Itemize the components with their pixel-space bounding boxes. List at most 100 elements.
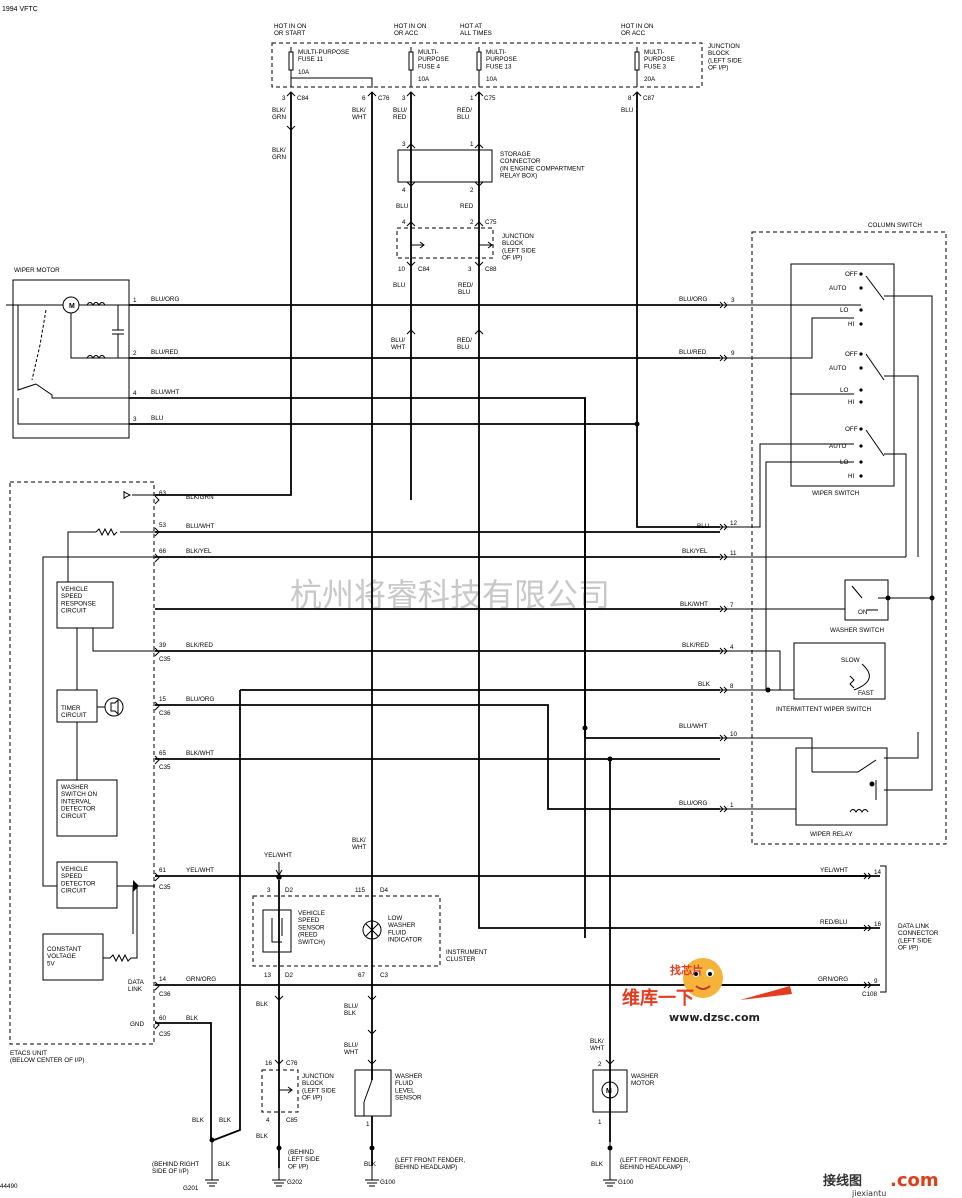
etacs-pin-6: 61 <box>159 867 167 874</box>
wire-blk-grn-2: BLK/GRN <box>272 147 286 161</box>
wire-blu-wht-h: BLU/WHT <box>151 389 179 396</box>
fuse-amp-3: 20A <box>644 76 656 83</box>
wfl-pin1: 1 <box>366 1121 370 1128</box>
wire-blu-blk: BLU/BLK <box>344 1003 358 1017</box>
wiper-motor-wires <box>129 304 720 938</box>
cs-pin-3: 11 <box>730 550 737 557</box>
wiper-switch-label: WIPER SWITCH <box>812 490 860 497</box>
fuse11-conn: C84 <box>297 95 309 102</box>
buzzer-icon <box>104 697 124 717</box>
etacs-wires <box>155 531 880 1140</box>
wiper-switch-pos-4: OFF <box>845 351 858 358</box>
data-link-connector-bracket <box>880 865 887 993</box>
logo-cn-text: 维库一下 <box>622 987 694 1009</box>
code-bottom-left: 44490 <box>0 1183 18 1190</box>
etacs-pin-0: 63 <box>159 490 167 497</box>
wm-pin1: 1 <box>598 1119 602 1126</box>
connector-chevrons <box>286 91 642 335</box>
washer-motor-box <box>592 1069 628 1113</box>
rlbl-red-blu: RED/BLU <box>820 919 848 926</box>
switch-hookups <box>720 443 906 810</box>
wire-blk-cl: BLK <box>256 1001 269 1008</box>
wire-blu-2: BLU <box>396 203 409 210</box>
g100b-location: (LEFT FRONT FENDER,BEHIND HEADLAMP) <box>620 1157 690 1171</box>
wire-blu-org-cs: BLU/ORG <box>679 296 707 303</box>
wire-red-blu-3: RED/BLU <box>457 337 472 351</box>
cs-pin3: 3 <box>731 297 735 304</box>
wire-blk-wm: BLK <box>591 1161 604 1168</box>
logo2-url: jiexiantu <box>851 1189 886 1198</box>
column-switch-label: COLUMN SWITCH <box>868 222 922 229</box>
ground-g100a: G100 <box>380 1179 396 1186</box>
wire-blu-h: BLU <box>151 415 164 422</box>
etacs-pin-4: 15 <box>159 696 167 703</box>
cs-pin-5: 4 <box>730 644 734 651</box>
wiper-switch-pos-9: AUTO <box>829 443 846 450</box>
wire-blu-wht-v: BLU/WHT <box>391 337 405 351</box>
conn-c76: C76 <box>378 95 390 102</box>
jbb-pin16: 16 <box>265 1060 273 1067</box>
rlbl-blk-wht: BLK/WHT <box>680 601 708 608</box>
low-washer-indicator-icon <box>362 920 382 940</box>
jbb-pin4: 4 <box>266 1117 270 1124</box>
etacs-block-speed-response <box>56 581 114 629</box>
instrument-cluster-box <box>252 895 441 967</box>
lbl-gnd: GND <box>130 1021 144 1028</box>
lbl-blu-wht: BLU/WHT <box>186 523 214 530</box>
fuse-symbols <box>288 47 640 87</box>
doc-id: 1994 VFTC <box>2 6 38 13</box>
jbmid-c84: C84 <box>418 266 430 273</box>
cluster-pin67: 67 <box>358 972 366 979</box>
int-wiper-switch-box <box>793 642 886 700</box>
wiper-switch-pos-6: LO <box>840 387 849 394</box>
cs-pin-8: 1 <box>730 802 734 809</box>
wiper-motor-internals <box>6 296 129 425</box>
conn-c108: C108 <box>862 991 878 998</box>
lbl-blk-gnd: BLK <box>186 1015 199 1022</box>
lbl-yel-wht-top: YEL/WHT <box>264 852 292 859</box>
cluster-d4: D4 <box>380 887 389 894</box>
lbl-blk-red: BLK/RED <box>186 642 213 649</box>
etacs-pin-7: 14 <box>159 976 167 983</box>
ground-g201: G201 <box>183 1185 199 1192</box>
wm-pin3: 3 <box>133 416 137 423</box>
wiper-motor-box <box>12 279 130 439</box>
rlbl-yel-wht: YEL/WHT <box>820 867 848 874</box>
fuse13-pin: 1 <box>470 95 474 102</box>
int-fast: FAST <box>858 690 874 697</box>
wiper-switch-pos-8: OFF <box>845 426 858 433</box>
wire-blk-wfl: BLK <box>364 1161 377 1168</box>
wire-blk-g201c: BLK <box>218 1161 231 1168</box>
fuse11-jumper <box>291 77 373 88</box>
jbb-c76: C76 <box>286 1060 298 1067</box>
wire-blu-red-cs: BLU/RED <box>679 349 707 356</box>
wm-pin4: 4 <box>133 390 137 397</box>
rlbl-blk: BLK <box>698 681 711 688</box>
wiper-switch-pos-3: HI <box>848 321 855 328</box>
svg-text:M: M <box>606 1088 612 1095</box>
lbl-blu-org: BLU/ORG <box>186 696 214 703</box>
etacs-conn-2: C35 <box>159 764 171 771</box>
cluster-d2-bottom: D2 <box>285 972 294 979</box>
wire-blu-wht-2: BLU/WHT <box>344 1042 358 1056</box>
logo2-cn: 接线图 <box>823 1173 862 1189</box>
wiper-relay-label: WIPER RELAY <box>810 831 853 838</box>
column-switch-box <box>751 231 947 845</box>
